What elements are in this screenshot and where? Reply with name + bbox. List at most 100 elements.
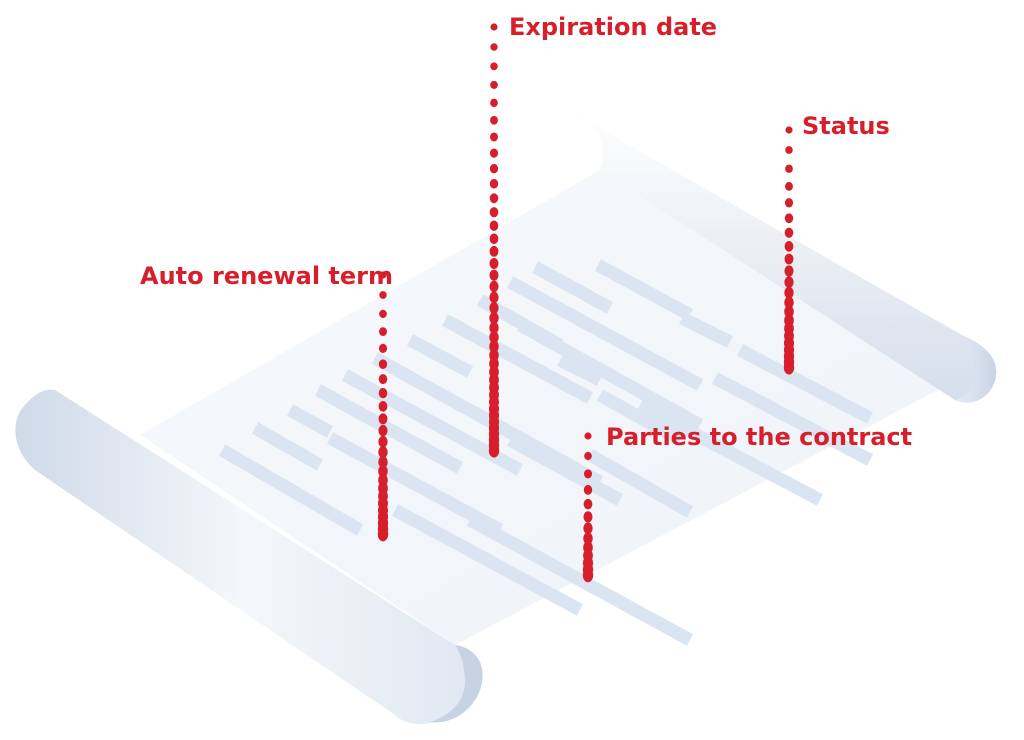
leader-dot bbox=[583, 484, 593, 495]
leader-dot bbox=[378, 359, 388, 369]
text-line-bar bbox=[557, 354, 603, 386]
leader-dot bbox=[378, 387, 388, 399]
leader-status bbox=[783, 126, 795, 375]
leader-dot bbox=[490, 62, 498, 71]
leader-dot bbox=[785, 146, 793, 154]
text-line-bar bbox=[506, 276, 704, 391]
text-line-bar bbox=[251, 422, 324, 471]
callout-label-parties: Parties to the contract bbox=[606, 423, 913, 451]
leader-dot bbox=[489, 178, 499, 189]
leader-dot bbox=[489, 331, 499, 344]
callout-label-status: Status bbox=[802, 112, 890, 140]
leader-dot bbox=[378, 424, 388, 437]
leader-dot bbox=[582, 568, 594, 583]
text-line-bar bbox=[326, 432, 504, 536]
leader-parties bbox=[582, 432, 594, 583]
leader-dot bbox=[378, 401, 388, 412]
leader-dot bbox=[785, 126, 793, 134]
text-line-bar bbox=[286, 404, 334, 438]
text-line-bar bbox=[466, 514, 694, 646]
leader-dot bbox=[489, 321, 499, 334]
leader-dot bbox=[784, 296, 794, 309]
leader-dot bbox=[489, 233, 499, 245]
leader-dot bbox=[785, 181, 793, 191]
text-line-bar bbox=[314, 384, 464, 474]
leader-dot bbox=[584, 432, 592, 440]
callout-leaders bbox=[377, 23, 795, 583]
leader-dot bbox=[488, 443, 500, 458]
paper-back-curl-edge bbox=[955, 335, 997, 403]
callout-label-expiration-date: Expiration date bbox=[509, 13, 718, 41]
text-line-bar bbox=[516, 319, 704, 431]
leader-dot bbox=[379, 327, 387, 336]
text-line-bar bbox=[736, 344, 874, 424]
leader-dot bbox=[489, 291, 499, 304]
leader-dot bbox=[378, 446, 388, 459]
leader-dot bbox=[489, 302, 499, 314]
leader-dot bbox=[489, 220, 499, 231]
leader-dot bbox=[784, 265, 794, 277]
leader-dot bbox=[489, 280, 499, 293]
leader-dot bbox=[784, 241, 794, 252]
leader-dot bbox=[490, 43, 498, 51]
leader-dot bbox=[378, 435, 388, 448]
leader-dot bbox=[584, 451, 592, 461]
leader-dot bbox=[490, 23, 498, 31]
leader-dot bbox=[583, 498, 593, 510]
text-line-bar bbox=[594, 259, 694, 321]
leader-dot bbox=[489, 193, 499, 204]
leader-dot bbox=[379, 291, 387, 299]
text-line-bar bbox=[531, 261, 614, 314]
text-line-bar bbox=[596, 389, 684, 446]
text-line-bar bbox=[441, 314, 594, 404]
text-line-bar bbox=[711, 372, 874, 466]
leader-dot bbox=[489, 340, 499, 353]
leader-dot bbox=[379, 309, 387, 318]
leader-dot bbox=[489, 269, 499, 281]
text-line-bar bbox=[636, 399, 824, 506]
leader-dot bbox=[379, 271, 387, 279]
leader-dot bbox=[378, 343, 388, 353]
leader-dot bbox=[784, 198, 794, 208]
leader-dot bbox=[784, 276, 794, 288]
leader-auto-renewal-term bbox=[377, 271, 389, 542]
leader-dot bbox=[784, 286, 794, 299]
leader-dot bbox=[784, 253, 794, 265]
leader-dot bbox=[583, 469, 593, 479]
leader-dot bbox=[783, 360, 795, 375]
leader-dot bbox=[490, 115, 498, 125]
leader-dot bbox=[489, 245, 499, 257]
text-line-bar bbox=[406, 334, 474, 378]
leader-dot bbox=[378, 455, 388, 469]
callout-label-auto-renewal-term: Auto renewal term bbox=[140, 262, 393, 290]
leader-dot bbox=[583, 522, 593, 535]
leader-expiration-date bbox=[488, 23, 500, 458]
leader-dot bbox=[785, 164, 793, 173]
leader-dot bbox=[490, 98, 498, 108]
leader-dot bbox=[583, 511, 593, 523]
leader-dot bbox=[489, 257, 499, 270]
leader-dot bbox=[490, 80, 498, 89]
text-line-bar bbox=[586, 449, 694, 518]
leader-dot bbox=[377, 527, 389, 542]
leader-dot bbox=[378, 465, 388, 478]
paper-front-roll-end bbox=[430, 645, 483, 723]
leader-dot bbox=[784, 227, 794, 238]
paper-front-roll bbox=[15, 389, 469, 725]
leader-dot bbox=[378, 413, 388, 425]
leader-dot bbox=[489, 207, 499, 218]
leader-dot bbox=[784, 213, 794, 224]
leader-dot bbox=[489, 312, 499, 325]
leader-dot bbox=[583, 532, 593, 545]
text-line-bar bbox=[506, 434, 624, 506]
text-line-bar bbox=[679, 312, 733, 348]
leader-dot bbox=[489, 132, 499, 142]
text-line-bar bbox=[391, 504, 584, 616]
leader-dot bbox=[489, 163, 499, 174]
leader-dot bbox=[378, 374, 388, 385]
paper-back-curl bbox=[555, 103, 997, 403]
leader-dot bbox=[489, 148, 499, 158]
text-line-bar bbox=[218, 444, 364, 536]
